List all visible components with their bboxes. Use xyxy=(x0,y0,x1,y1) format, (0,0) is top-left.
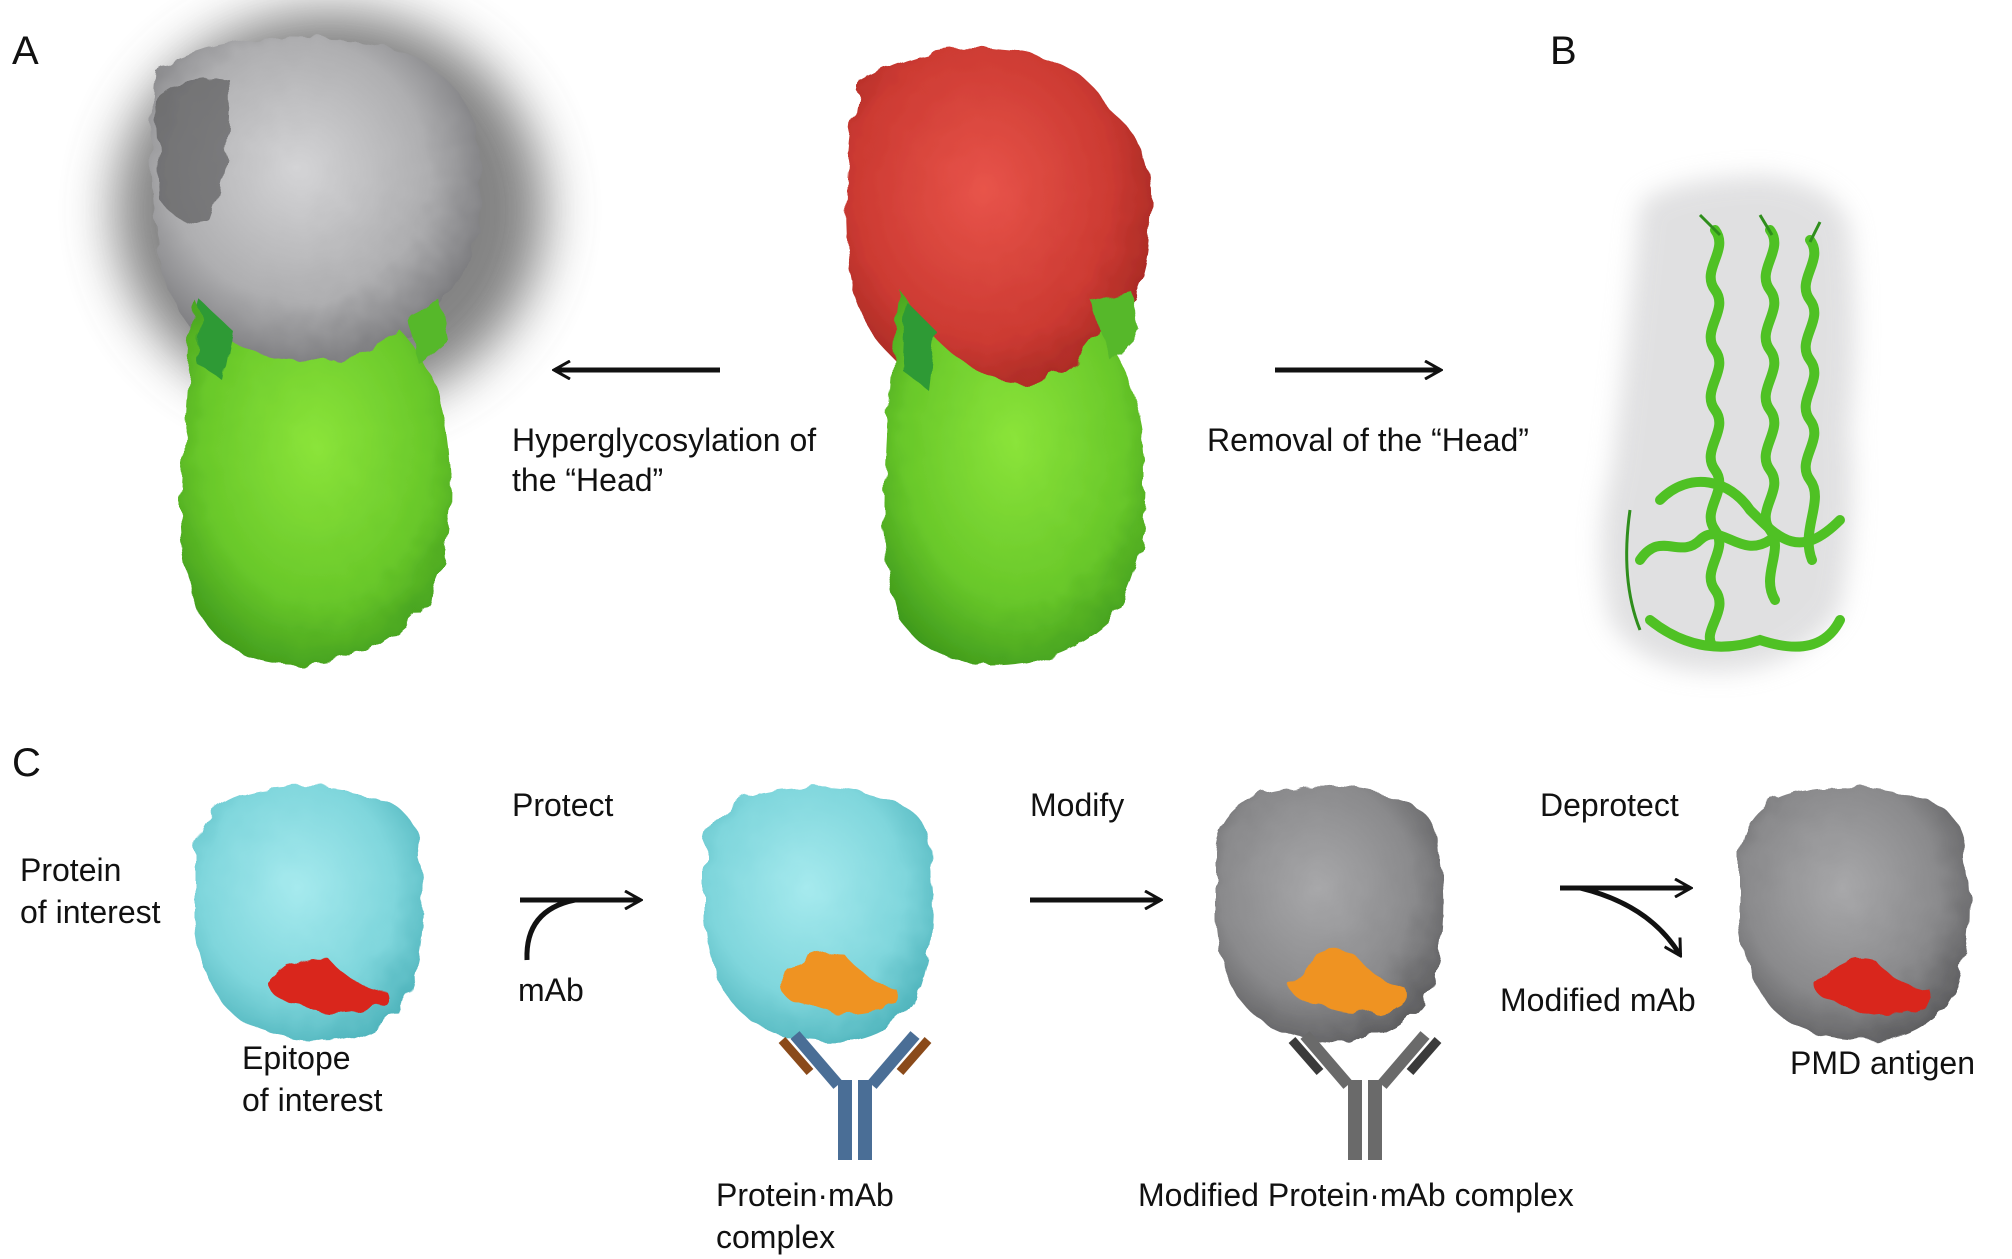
protect-arrow xyxy=(520,900,640,961)
deprotect-arrow xyxy=(1560,888,1690,955)
protein-label-line1: Protein xyxy=(20,852,122,888)
reagent-mab: mAb xyxy=(518,972,584,1008)
stem-only-ribbon xyxy=(1601,175,1855,672)
epitope-label-line1: Epitope xyxy=(242,1040,351,1076)
byproduct-modified-mab: Modified mAb xyxy=(1500,982,1696,1018)
protein-label-line2: of interest xyxy=(20,894,161,930)
antibody-grey xyxy=(1288,1031,1442,1160)
hyperglycosylation-caption-line1: Hyperglycosylation of xyxy=(512,422,817,458)
modified-protein-mab-complex xyxy=(1215,786,1444,1160)
complex-label-line2: complex xyxy=(716,1219,836,1255)
panel-label-c: C xyxy=(12,741,41,785)
epitope-label-line2: of interest xyxy=(242,1082,383,1118)
hyperglycosylation-caption-line2: the “Head” xyxy=(512,462,664,498)
red-head xyxy=(846,48,1152,403)
panel-label-a: A xyxy=(12,29,39,73)
step-deprotect: Deprotect xyxy=(1540,787,1679,823)
protein-of-interest xyxy=(195,786,424,1041)
stem-center xyxy=(884,290,1146,665)
pmd-antigen-label: PMD antigen xyxy=(1790,1045,1975,1081)
protein-mab-complex xyxy=(705,786,934,1160)
hyperglycosylated-head xyxy=(151,37,481,370)
modified-complex-label: Modified Protein·mAb complex xyxy=(1138,1177,1574,1213)
panel-label-b: B xyxy=(1550,29,1577,73)
pmd-antigen xyxy=(1740,786,1969,1041)
antibody-blue xyxy=(778,1031,932,1160)
removal-caption: Removal of the “Head” xyxy=(1207,422,1529,458)
complex-label-line1: Protein·mAb xyxy=(716,1177,894,1213)
step-modify: Modify xyxy=(1030,787,1125,823)
stem-left xyxy=(180,300,452,665)
step-protect: Protect xyxy=(512,787,614,823)
